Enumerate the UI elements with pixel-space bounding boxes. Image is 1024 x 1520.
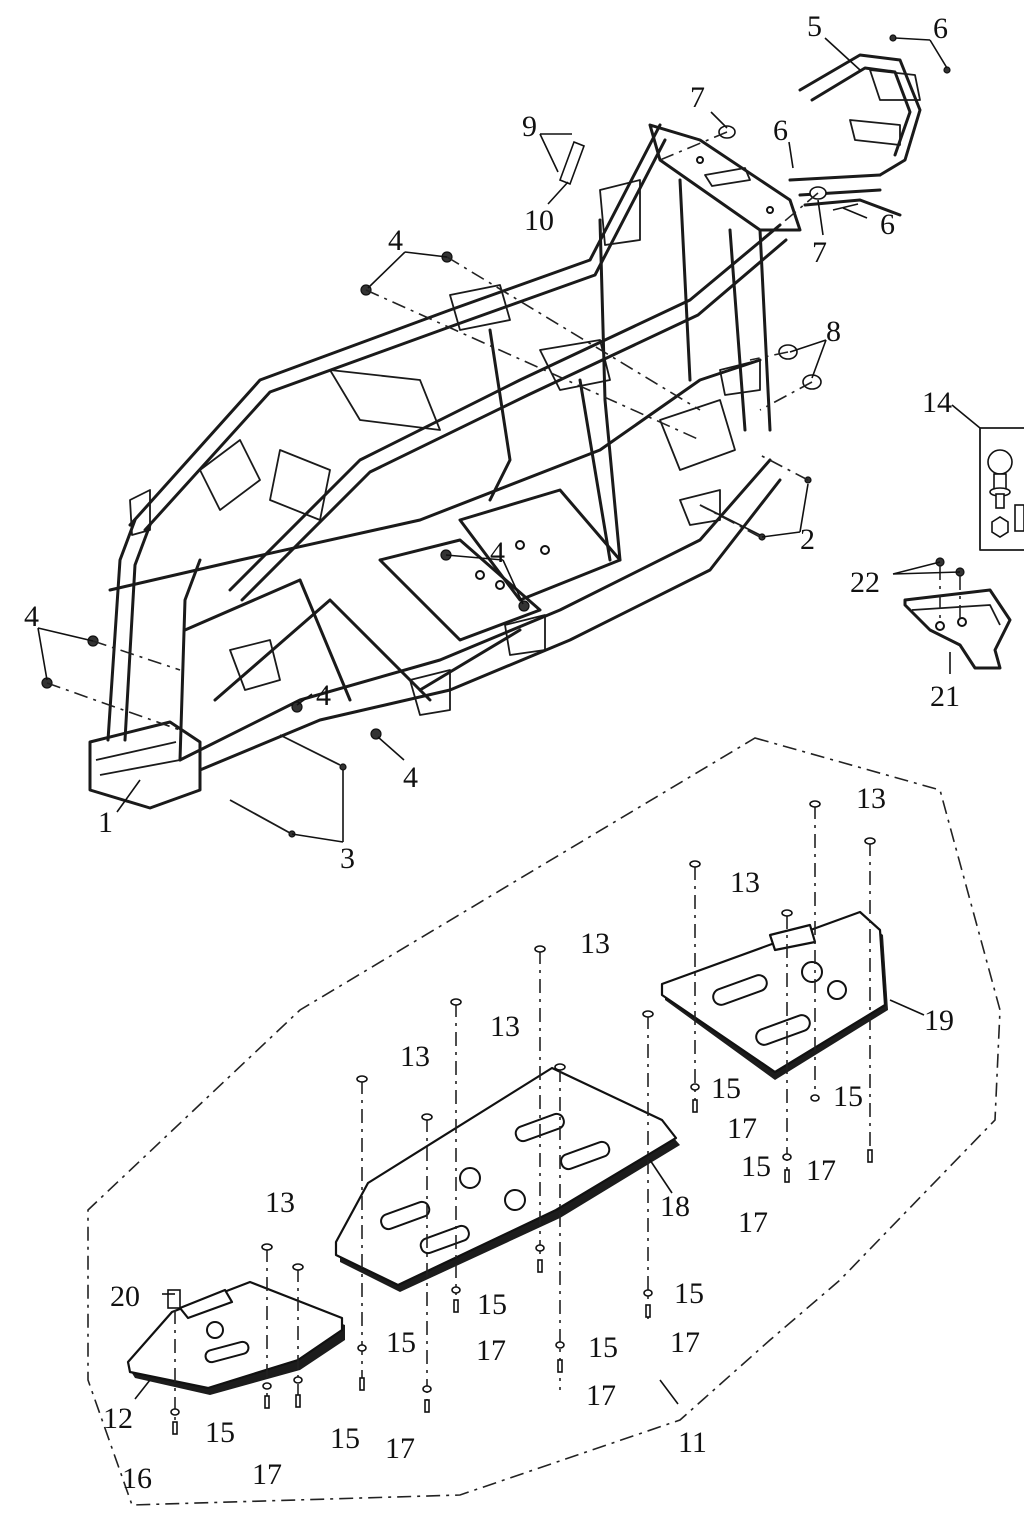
label-4-top: 4 <box>388 224 403 257</box>
hitch-ball-inset <box>979 427 1024 551</box>
label-2: 2 <box>800 523 815 556</box>
label-13-b: 13 <box>730 866 760 899</box>
label-13-e: 13 <box>400 1040 430 1073</box>
label-15-e: 15 <box>674 1277 704 1310</box>
label-21: 21 <box>930 680 960 713</box>
label-15-g: 15 <box>588 1331 618 1364</box>
label-15-i: 15 <box>330 1422 360 1455</box>
label-7-top: 7 <box>690 81 705 114</box>
label-16: 16 <box>122 1462 152 1495</box>
label-17-e: 17 <box>670 1326 700 1359</box>
label-20: 20 <box>110 1280 140 1313</box>
label-11: 11 <box>678 1426 707 1459</box>
assembly-centerlines <box>46 131 819 731</box>
label-15-f: 15 <box>386 1326 416 1359</box>
label-15-h: 15 <box>205 1416 235 1449</box>
label-4-lower: 4 <box>316 679 331 712</box>
label-4-front: 4 <box>24 600 39 633</box>
skid-plate-centerlines <box>174 805 871 1420</box>
label-10: 10 <box>524 204 554 237</box>
label-15-a: 15 <box>711 1072 741 1105</box>
label-8: 8 <box>826 315 841 348</box>
label-6-mid: 6 <box>773 114 788 147</box>
rear-skid-plate <box>660 910 888 1080</box>
label-17-c: 17 <box>738 1206 768 1239</box>
label-19: 19 <box>924 1004 954 1037</box>
middle-skid-plate <box>334 1066 680 1292</box>
rear-subframe <box>788 53 922 217</box>
label-4-floor: 4 <box>490 536 505 569</box>
label-1: 1 <box>98 806 113 839</box>
label-15-c: 15 <box>741 1150 771 1183</box>
label-13-d: 13 <box>490 1010 520 1043</box>
callout-leaders <box>37 37 981 1405</box>
label-17-h: 17 <box>252 1458 282 1491</box>
label-17-b: 17 <box>806 1154 836 1187</box>
label-13-a: 13 <box>856 782 886 815</box>
label-15-d: 15 <box>477 1288 507 1321</box>
label-15-b: 15 <box>833 1080 863 1113</box>
label-13-f: 13 <box>265 1186 295 1219</box>
hitch-bracket <box>903 557 1012 670</box>
label-13-c: 13 <box>580 927 610 960</box>
label-4-bottom: 4 <box>403 761 418 794</box>
front-skid-plate <box>126 1280 345 1395</box>
label-3: 3 <box>340 842 355 875</box>
frame-hardware <box>41 34 951 838</box>
main-frame-assembly <box>88 123 802 810</box>
label-18: 18 <box>660 1190 690 1223</box>
label-12: 12 <box>103 1402 133 1435</box>
skid-plate-group-outline <box>87 737 1001 1506</box>
label-17-a: 17 <box>727 1112 757 1145</box>
label-17-f: 17 <box>586 1379 616 1412</box>
label-5: 5 <box>807 10 822 43</box>
label-9: 9 <box>522 110 537 143</box>
label-17-d: 17 <box>476 1334 506 1367</box>
label-22: 22 <box>850 566 880 599</box>
label-17-g: 17 <box>385 1432 415 1465</box>
label-7-low: 7 <box>812 236 827 269</box>
label-14: 14 <box>922 386 952 419</box>
part-number-labels: 1 2 3 4 4 4 4 4 5 6 6 6 7 7 8 9 10 11 12… <box>24 10 960 1495</box>
label-6-top: 6 <box>933 12 948 45</box>
skid-plate-hardware <box>170 800 876 1435</box>
label-6-low: 6 <box>880 208 895 241</box>
